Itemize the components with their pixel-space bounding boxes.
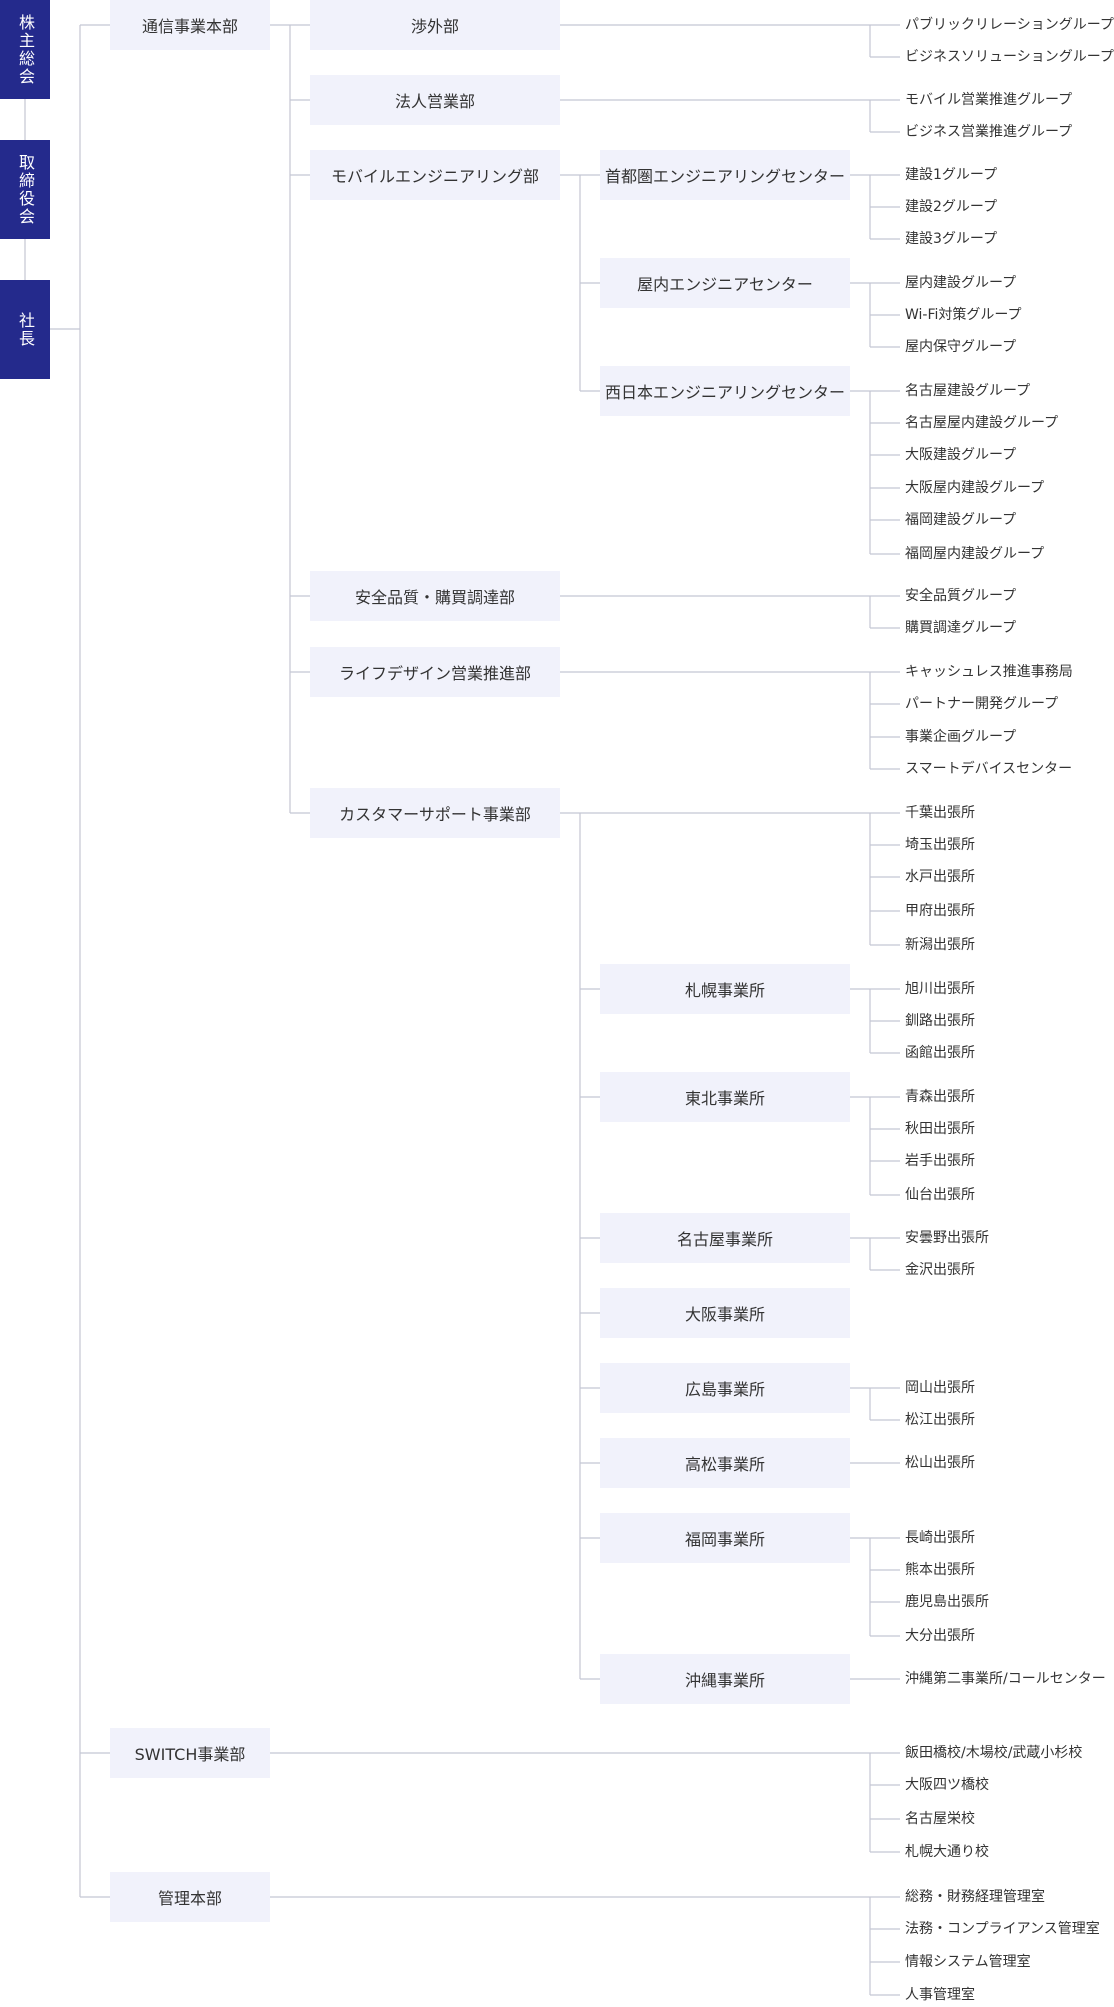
- group-item: Wi-Fi対策グループ: [905, 307, 1022, 323]
- group-item: 大分出張所: [905, 1628, 975, 1644]
- group-item: 総務・財務経理管理室: [905, 1889, 1045, 1905]
- office-osaka: 大阪事業所: [600, 1288, 850, 1338]
- group-item: 福岡屋内建設グループ: [905, 546, 1045, 562]
- division-telecom: 通信事業本部: [110, 0, 270, 50]
- group-item: 人事管理室: [905, 1987, 975, 2003]
- group-item: 釧路出張所: [905, 1013, 975, 1029]
- group-item: 福岡建設グループ: [905, 512, 1017, 528]
- group-item: 秋田出張所: [905, 1121, 975, 1137]
- dept-mobile-engineering: モバイルエンジニアリング部: [310, 150, 560, 200]
- group-item: ビジネス営業推進グループ: [905, 124, 1073, 140]
- group-item: 大阪建設グループ: [905, 447, 1017, 463]
- group-item: 函館出張所: [905, 1045, 975, 1061]
- division-administration: 管理本部: [110, 1872, 270, 1922]
- group-item: 飯田橋校/木場校/武蔵小杉校: [905, 1745, 1083, 1761]
- board-of-directors-box: 取締役会: [0, 140, 50, 239]
- group-item: 札幌大通り校: [905, 1844, 989, 1860]
- dept-life-design-sales: ライフデザイン営業推進部: [310, 647, 560, 697]
- office-nagoya: 名古屋事業所: [600, 1213, 850, 1263]
- group-item: 建設2グループ: [905, 199, 998, 215]
- dept-corporate-sales: 法人営業部: [310, 75, 560, 125]
- dept-safety-quality-procurement: 安全品質・購買調達部: [310, 571, 560, 621]
- group-item: 購買調達グループ: [905, 620, 1017, 636]
- group-item: 大阪屋内建設グループ: [905, 480, 1045, 496]
- group-item: 長崎出張所: [905, 1530, 975, 1546]
- group-item: モバイル営業推進グループ: [905, 92, 1073, 108]
- division-switch: SWITCH事業部: [110, 1728, 270, 1778]
- office-sapporo: 札幌事業所: [600, 964, 850, 1014]
- group-item: 旭川出張所: [905, 981, 975, 997]
- office-hiroshima: 広島事業所: [600, 1363, 850, 1413]
- group-item: 青森出張所: [905, 1089, 975, 1105]
- office-tohoku: 東北事業所: [600, 1072, 850, 1122]
- group-item: 熊本出張所: [905, 1562, 975, 1578]
- group-item: 岡山出張所: [905, 1380, 975, 1396]
- group-item: 名古屋建設グループ: [905, 383, 1031, 399]
- office-fukuoka: 福岡事業所: [600, 1513, 850, 1563]
- group-item: 安全品質グループ: [905, 588, 1017, 604]
- group-item: 甲府出張所: [905, 903, 975, 919]
- office-takamatsu: 高松事業所: [600, 1438, 850, 1488]
- group-item: 松江出張所: [905, 1412, 975, 1428]
- group-item: 法務・コンプライアンス管理室: [905, 1921, 1100, 1937]
- group-item: 名古屋屋内建設グループ: [905, 415, 1059, 431]
- group-item: 岩手出張所: [905, 1153, 975, 1169]
- group-item: 埼玉出張所: [905, 837, 975, 853]
- shareholders-meeting-box: 株主総会: [0, 0, 50, 99]
- group-item: キャッシュレス推進事務局: [905, 664, 1073, 680]
- group-item: 仙台出張所: [905, 1187, 975, 1203]
- group-item: 屋内保守グループ: [905, 339, 1017, 355]
- dept-external-affairs: 渉外部: [310, 0, 560, 50]
- group-item: ビジネスソリューショングループ: [905, 49, 1114, 65]
- group-item: 事業企画グループ: [905, 729, 1017, 745]
- group-item: パートナー開発グループ: [905, 696, 1059, 712]
- group-item: パブリックリレーショングループ: [905, 17, 1114, 33]
- group-item: 屋内建設グループ: [905, 275, 1017, 291]
- group-item: 情報システム管理室: [905, 1954, 1031, 1970]
- center-indoor-engineering: 屋内エンジニアセンター: [600, 258, 850, 308]
- group-item: 大阪四ツ橋校: [905, 1777, 989, 1793]
- group-item: スマートデバイスセンター: [905, 761, 1073, 777]
- group-item: 建設1グループ: [905, 167, 998, 183]
- group-item: 金沢出張所: [905, 1262, 975, 1278]
- group-item: 名古屋栄校: [905, 1811, 975, 1827]
- dept-customer-support: カスタマーサポート事業部: [310, 788, 560, 838]
- group-item: 千葉出張所: [905, 805, 975, 821]
- center-west-japan-engineering: 西日本エンジニアリングセンター: [600, 366, 850, 416]
- group-item: 沖縄第二事業所/コールセンター: [905, 1671, 1106, 1687]
- group-item: 安曇野出張所: [905, 1230, 989, 1246]
- office-okinawa: 沖縄事業所: [600, 1654, 850, 1704]
- group-item: 建設3グループ: [905, 231, 998, 247]
- group-item: 松山出張所: [905, 1455, 975, 1471]
- group-item: 鹿児島出張所: [905, 1594, 989, 1610]
- group-item: 新潟出張所: [905, 937, 975, 953]
- center-metropolitan-engineering: 首都圏エンジニアリングセンター: [600, 150, 850, 200]
- president-box: 社長: [0, 280, 50, 379]
- group-item: 水戸出張所: [905, 869, 975, 885]
